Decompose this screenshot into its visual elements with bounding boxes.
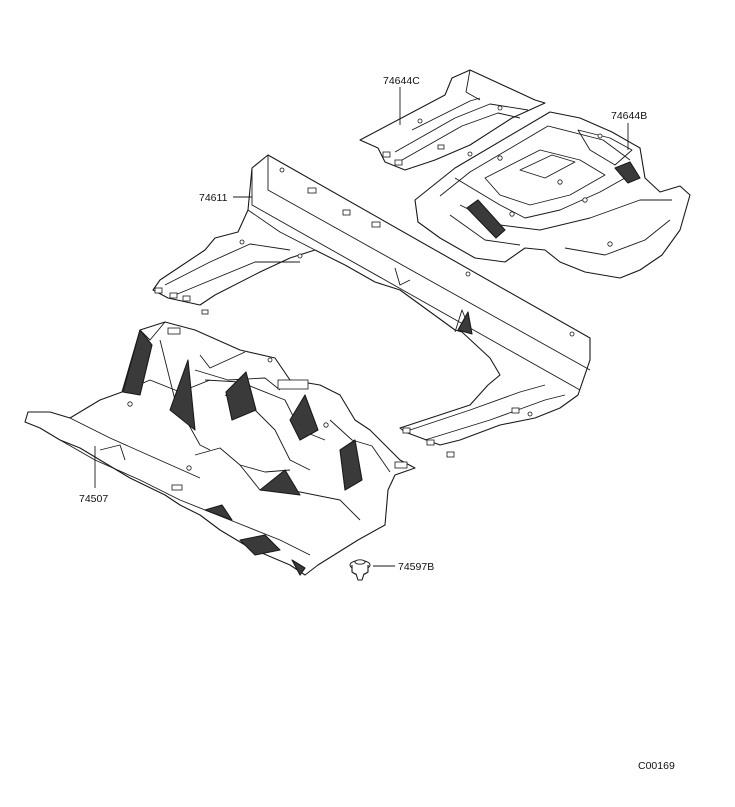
- callout-74507: 74507: [79, 493, 108, 505]
- middle-floor-panel[interactable]: [152, 154, 591, 458]
- callout-74597B: 74597B: [398, 561, 434, 573]
- rear-floor-panel-right[interactable]: [414, 111, 691, 279]
- callout-74644C: 74644C: [383, 75, 420, 87]
- clip-fastener[interactable]: [349, 559, 371, 581]
- callout-74644B: 74644B: [611, 110, 647, 122]
- diagram-code: C00169: [638, 760, 675, 772]
- front-floor-panel[interactable]: [24, 321, 416, 576]
- callout-74611: 74611: [199, 192, 228, 204]
- rear-floor-panel-left[interactable]: [359, 69, 546, 171]
